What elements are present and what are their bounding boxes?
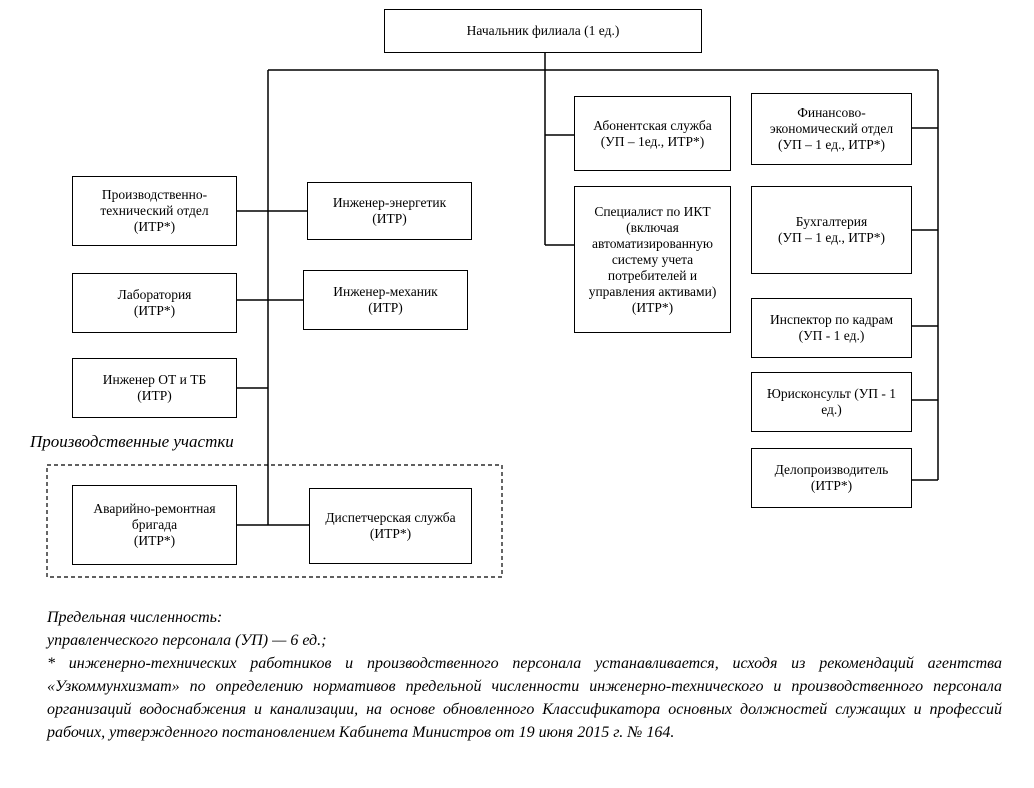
notes: Предельная численность: управленческого … — [47, 606, 1002, 744]
box-line: Инженер-энергетик — [332, 195, 447, 210]
box-line: Лаборатория — [117, 287, 192, 302]
box-line: (ИТР) — [368, 300, 403, 315]
box-line: Инспектор по кадрам — [769, 312, 893, 327]
dispatch-service-box: Диспетчерская служба (ИТР*) — [309, 488, 472, 564]
box-line: автоматизированную — [592, 235, 713, 251]
box-line: управления активами) — [588, 283, 717, 299]
box-line: (ИТР*) — [631, 299, 674, 315]
box-line: систему учета — [611, 251, 694, 267]
box-line: бригада — [131, 517, 178, 532]
finance-department-box: Финансово- экономический отдел (УП – 1 е… — [751, 93, 912, 165]
emergency-repair-team-box: Аварийно-ремонтная бригада (ИТР*) — [72, 485, 237, 565]
notes-footnote: * инженерно-технических работников и про… — [47, 655, 1002, 741]
box-line: (УП – 1ед., ИТР*) — [600, 133, 705, 149]
production-technical-department-box: Производственно- технический отдел (ИТР*… — [72, 176, 237, 246]
laboratory-box: Лаборатория (ИТР*) — [72, 273, 237, 333]
safety-engineer-box: Инженер ОТ и ТБ (ИТР) — [72, 358, 237, 418]
box-line: Производственно- — [101, 187, 208, 202]
box-line: Инженер ОТ и ТБ — [102, 372, 207, 387]
ict-specialist-box: Специалист по ИКТ (включая автоматизиров… — [574, 186, 731, 333]
legal-adviser-box: Юрисконсульт (УП - 1 ед.) — [751, 372, 912, 432]
clerk-box: Делопроизводитель (ИТР*) — [751, 448, 912, 508]
box-line: (включая — [626, 219, 679, 235]
box-line: (ИТР) — [372, 211, 407, 226]
box-line: Финансово- — [797, 105, 866, 120]
box-line: (ИТР*) — [133, 303, 176, 318]
box-line: (ИТР*) — [810, 478, 853, 493]
box-line: (ИТР*) — [369, 526, 412, 541]
hr-inspector-box: Инспектор по кадрам (УП - 1 ед.) — [751, 298, 912, 358]
notes-management-staff: управленческого персонала (УП) — 6 ед.; — [47, 632, 327, 649]
box-line: (УП – 1 ед., ИТР*) — [778, 137, 885, 152]
box-line: Диспетчерская служба — [325, 510, 456, 525]
power-engineer-box: Инженер-энергетик (ИТР) — [307, 182, 472, 240]
notes-heading: Предельная численность: — [47, 609, 223, 626]
box-line: Юрисконсульт (УП - 1 — [766, 386, 897, 401]
branch-head-box: Начальник филиала (1 ед.) — [384, 9, 702, 53]
box-line: (ИТР) — [137, 388, 172, 403]
box-line: (ИТР*) — [133, 219, 176, 234]
production-sections-frame — [46, 464, 503, 578]
box-line: (ИТР*) — [133, 533, 176, 548]
box-line: технический отдел — [100, 203, 209, 218]
box-line: (УП - 1 ед.) — [798, 328, 865, 343]
box-line: Аварийно-ремонтная — [93, 501, 216, 516]
branch-head-label: Начальник филиала (1 ед.) — [466, 23, 620, 38]
box-line: экономический отдел — [769, 121, 894, 136]
box-line: Абонентская служба — [593, 117, 712, 133]
production-sections-label: Производственные участки — [30, 432, 234, 451]
box-line: ед.) — [821, 402, 842, 417]
box-line: (УП – 1 ед., ИТР*) — [778, 230, 885, 245]
subscriber-service-box: Абонентская служба (УП – 1ед., ИТР*) — [574, 96, 731, 171]
box-line: потребителей и — [607, 267, 698, 283]
mechanical-engineer-box: Инженер-механик (ИТР) — [303, 270, 468, 330]
accounting-box: Бухгалтерия (УП – 1 ед., ИТР*) — [751, 186, 912, 274]
box-line: Бухгалтерия — [795, 214, 868, 229]
box-line: Делопроизводитель — [774, 462, 889, 477]
box-line: Инженер-механик — [333, 284, 438, 299]
box-line: Специалист по ИКТ — [594, 203, 711, 219]
